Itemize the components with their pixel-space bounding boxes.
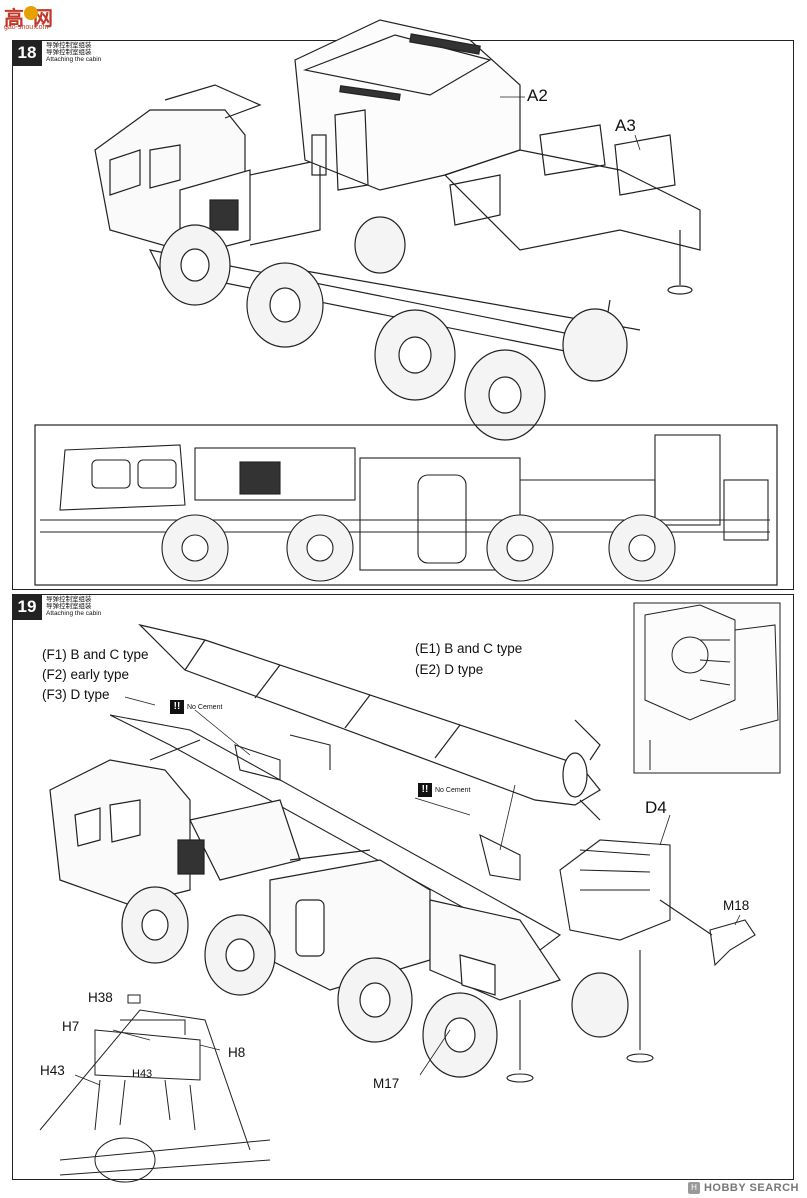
hobby-search-text: HOBBY SEARCH xyxy=(703,1182,799,1194)
step-18-number: 18 xyxy=(12,40,42,66)
logo-url: gao-shou.com xyxy=(4,24,49,31)
label-h43-outer: H43 xyxy=(40,1063,65,1078)
step-18-perspective-drawing xyxy=(34,19,778,586)
label-m18: M18 xyxy=(723,898,750,913)
step-19-title-en: Attaching the cabin xyxy=(46,610,102,617)
no-cement-warning: !! No Cement xyxy=(170,700,222,714)
label-e1: (E1) B and C type xyxy=(415,641,523,656)
step-19-number: 19 xyxy=(12,594,42,620)
hobby-search-icon: H xyxy=(687,1182,700,1194)
label-a2: A2 xyxy=(527,86,548,105)
site-logo: 高 网 gao-shou.com xyxy=(4,2,74,38)
label-a3: A3 xyxy=(615,116,636,135)
label-h8: H8 xyxy=(228,1045,246,1060)
label-h7: H7 xyxy=(62,1019,80,1034)
no-cement-warning: !! No Cement xyxy=(418,783,470,797)
warning-icon: !! xyxy=(170,700,184,714)
label-m17: M17 xyxy=(373,1076,400,1091)
step-18-title-cn: 导弹控制室组装 导弹控制室组装 xyxy=(46,42,92,56)
warning-icon: !! xyxy=(418,783,432,797)
label-h43-inner: H43 xyxy=(132,1068,153,1080)
logo-ball-icon xyxy=(24,6,38,20)
warning-text: No Cement xyxy=(435,786,471,794)
hobby-search-watermark: H HOBBY SEARCH xyxy=(687,1182,799,1194)
label-d4: D4 xyxy=(645,798,667,817)
warning-text: No Cement xyxy=(187,703,223,711)
label-f2: (F2) early type xyxy=(42,667,130,682)
label-e2: (E2) D type xyxy=(415,662,484,677)
step-19-title-cn: 导弹控制室组装 导弹控制室组装 xyxy=(46,596,92,610)
label-f3: (F3) D type xyxy=(42,687,110,702)
step-18-wheels xyxy=(159,216,628,441)
step-18-title-en: Attaching the cabin xyxy=(46,56,102,63)
missile-illustration xyxy=(138,623,601,821)
label-f1: (F1) B and C type xyxy=(42,647,149,662)
label-h38: H38 xyxy=(88,990,113,1005)
